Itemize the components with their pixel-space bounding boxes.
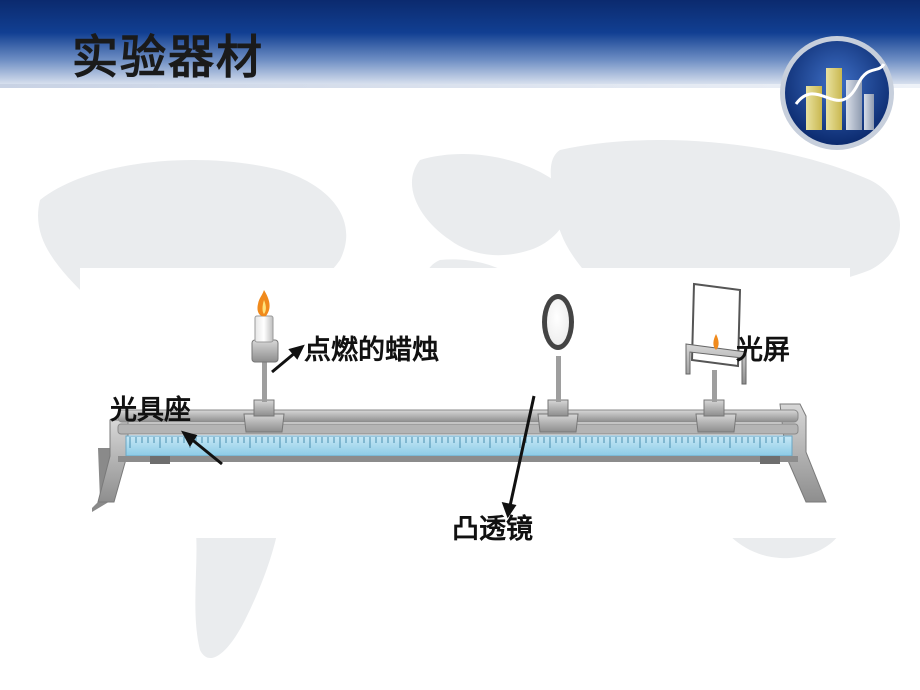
- label-convex-lens: 凸透镜: [452, 514, 533, 545]
- label-arrows: [180, 344, 536, 519]
- logo-chart-icon: [780, 36, 894, 150]
- slide-title: 实验器材: [72, 30, 264, 84]
- label-optical-bench: 光具座: [110, 395, 191, 426]
- convex-lens-holder: [537, 294, 579, 433]
- header-bar: [0, 0, 920, 86]
- candle-holder: [243, 290, 285, 433]
- label-light-screen: 光屏: [736, 335, 790, 366]
- light-screen-holder: [685, 282, 747, 433]
- header-divider: [0, 84, 920, 88]
- bench-rail: [92, 403, 827, 512]
- label-lit-candle: 点燃的蜡烛: [304, 335, 439, 366]
